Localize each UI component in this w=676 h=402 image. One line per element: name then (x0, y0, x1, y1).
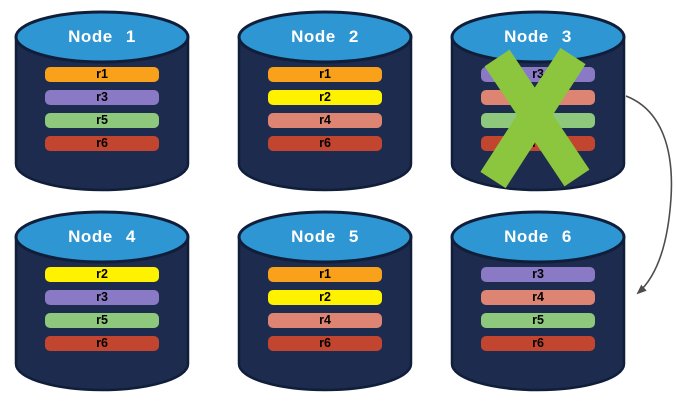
node-3: Node 3 r3 r4 r5 r6 (449, 10, 627, 192)
replica-bar: r5 (481, 313, 595, 328)
replica-bar: r4 (481, 290, 595, 305)
node-title: Node 2 (291, 27, 359, 46)
node-title: Node 1 (68, 27, 136, 46)
node-4: Node 4 r2 r3 r5 r6 (13, 210, 191, 392)
replica-bar: r6 (481, 336, 595, 351)
replica-bar: r6 (268, 336, 382, 351)
node-1: Node 1 r1 r3 r5 r6 (13, 10, 191, 192)
replica-bar: r4 (268, 113, 382, 128)
replica-bar: r5 (45, 113, 159, 128)
replica-bar: r3 (45, 90, 159, 105)
replica-bar: r2 (45, 267, 159, 282)
replica-bar: r1 (268, 67, 382, 82)
replica-bar: r3 (481, 267, 595, 282)
node-5: Node 5 r1 r2 r4 r6 (236, 210, 414, 392)
replica-bar: r3 (481, 67, 595, 82)
replica-bar: r4 (268, 313, 382, 328)
replica-bar: r5 (45, 313, 159, 328)
replica-bar: r5 (481, 113, 595, 128)
replica-bar: r6 (45, 336, 159, 351)
node-title: Node 6 (504, 227, 572, 246)
replica-bar: r6 (268, 136, 382, 151)
replica-bar: r6 (481, 136, 595, 151)
replica-bar: r2 (268, 90, 382, 105)
replica-bar: r1 (268, 267, 382, 282)
replica-bar: r2 (268, 290, 382, 305)
node-title: Node 4 (68, 227, 136, 246)
node-6: Node 6 r3 r4 r5 r6 (449, 210, 627, 392)
replica-bar: r1 (45, 67, 159, 82)
node-title: Node 3 (504, 27, 572, 46)
node-2: Node 2 r1 r2 r4 r6 (236, 10, 414, 192)
replica-bar: r6 (45, 136, 159, 151)
replica-bar: r3 (45, 290, 159, 305)
node-title: Node 5 (291, 227, 359, 246)
replica-bar: r4 (481, 90, 595, 105)
